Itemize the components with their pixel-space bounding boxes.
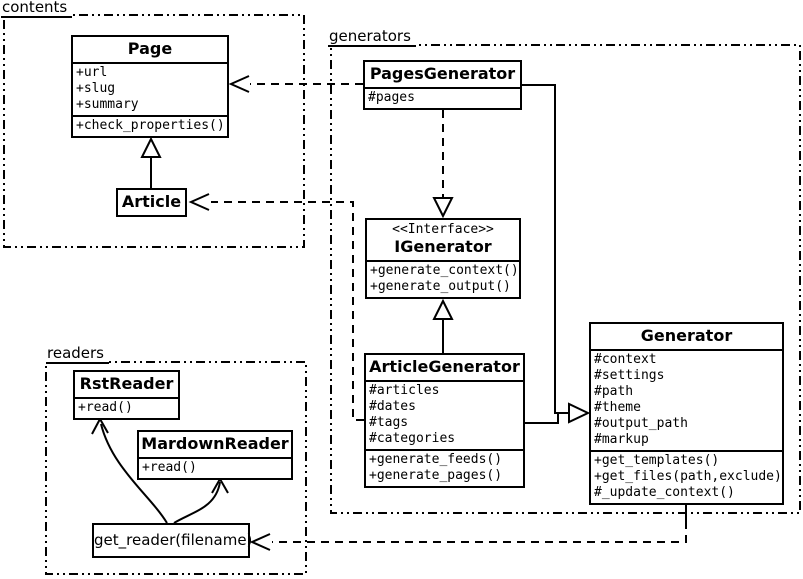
attribute-row: #markup (594, 432, 649, 447)
edge-pagesgenerator-to-page (228, 75, 363, 93)
attribute-row: #theme (594, 400, 641, 415)
method-row: +read() (78, 400, 133, 415)
attribute-row: #settings (594, 368, 665, 383)
package-contents-border (3, 14, 305, 248)
class-igenerator-title: <<Interface>> IGenerator (367, 220, 519, 260)
class-igenerator-methods: +generate_context() +generate_output() (367, 260, 519, 297)
edge-articlegenerator-to-article (188, 193, 364, 421)
class-rstreader-title: RstReader (79, 374, 174, 393)
class-page-attributes: +url +slug +summary (73, 62, 227, 115)
attribute-row: #output_path (594, 416, 688, 431)
class-generator-attributes: #context #settings #path #theme #output_… (591, 349, 782, 450)
method-row: +get_templates() (594, 453, 720, 468)
class-pagesgenerator: PagesGenerator #pages (363, 60, 522, 110)
class-articlegenerator: ArticleGenerator #articles #dates #tags … (364, 353, 525, 488)
method-row: +generate_context() (370, 263, 519, 278)
method-row: +read() (142, 460, 197, 475)
class-page-methods: +check_properties() (73, 115, 227, 136)
class-generator-methods: +get_templates() +get_files(path,exclude… (591, 450, 782, 503)
method-row: +get_files(path,exclude) (594, 469, 782, 484)
class-pagesgenerator-title: PagesGenerator (369, 64, 516, 83)
package-label-readers: readers (46, 346, 109, 364)
attribute-row: #path (594, 384, 634, 399)
class-page: Page +url +slug +summary +check_properti… (71, 35, 229, 138)
class-pagesgenerator-attributes: #pages (365, 87, 520, 108)
open-arrowhead (228, 75, 250, 93)
method-row: +generate_output() (370, 279, 511, 294)
class-mardownreader-title: MardownReader (141, 434, 289, 453)
package-label-generators: generators (328, 29, 416, 47)
class-mardownreader-methods: +read() (139, 457, 291, 478)
interface-stereotype: <<Interface>> (392, 222, 494, 237)
open-arrowhead (91, 416, 109, 435)
class-article-title: Article (121, 192, 182, 211)
edge-pagesgenerator-to-generator (522, 84, 591, 424)
generalization-arrowhead (568, 402, 591, 424)
method-row: +check_properties() (76, 118, 225, 133)
class-page-title: Page (127, 39, 173, 58)
class-article: Article (116, 188, 187, 217)
open-arrowhead (188, 193, 210, 211)
edge-pagesgenerator-to-igenerator (432, 110, 454, 219)
attribute-row: #pages (368, 90, 415, 105)
method-row: #_update_context() (594, 485, 735, 500)
class-igenerator-name: IGenerator (394, 237, 492, 256)
attribute-row: #dates (369, 399, 416, 414)
attribute-row: #articles (369, 383, 440, 398)
method-row: +generate_feeds() (369, 452, 503, 467)
class-rstreader: RstReader +read() (73, 370, 180, 420)
edge-articlegenerator-to-generator (525, 413, 559, 424)
package-readers-border (45, 361, 307, 575)
generalization-arrowhead (140, 136, 162, 158)
attribute-row: +url (76, 65, 108, 80)
class-mardownreader: MardownReader +read() (137, 430, 293, 480)
edge-getreader-to-mardownreader (173, 476, 229, 524)
realization-arrowhead (432, 197, 454, 219)
attribute-row: #categories (369, 431, 456, 446)
class-articlegenerator-methods: +generate_feeds() +generate_pages() (366, 449, 523, 486)
class-generator: Generator #context #settings #path #them… (589, 322, 784, 505)
edge-articlegenerator-to-igenerator (432, 298, 454, 353)
attribute-row: +summary (76, 97, 139, 112)
edge-article-to-page (140, 136, 162, 188)
edge-generator-to-getreader (249, 504, 687, 551)
class-generator-title: Generator (640, 326, 733, 345)
class-articlegenerator-attributes: #articles #dates #tags #categories (366, 380, 523, 449)
package-generators-border (330, 44, 801, 514)
class-articlegenerator-title: ArticleGenerator (369, 357, 520, 376)
attribute-row: #context (594, 352, 657, 367)
class-igenerator: <<Interface>> IGenerator +generate_conte… (365, 218, 521, 299)
node-get-reader: get_reader(filename) (92, 523, 252, 558)
generalization-arrowhead (432, 298, 454, 320)
class-rstreader-methods: +read() (75, 397, 178, 418)
attribute-row: #tags (369, 415, 409, 430)
attribute-row: +slug (76, 81, 116, 96)
package-label-contents: contents (1, 0, 73, 18)
open-arrowhead (249, 533, 271, 551)
method-row: +generate_pages() (369, 468, 503, 483)
